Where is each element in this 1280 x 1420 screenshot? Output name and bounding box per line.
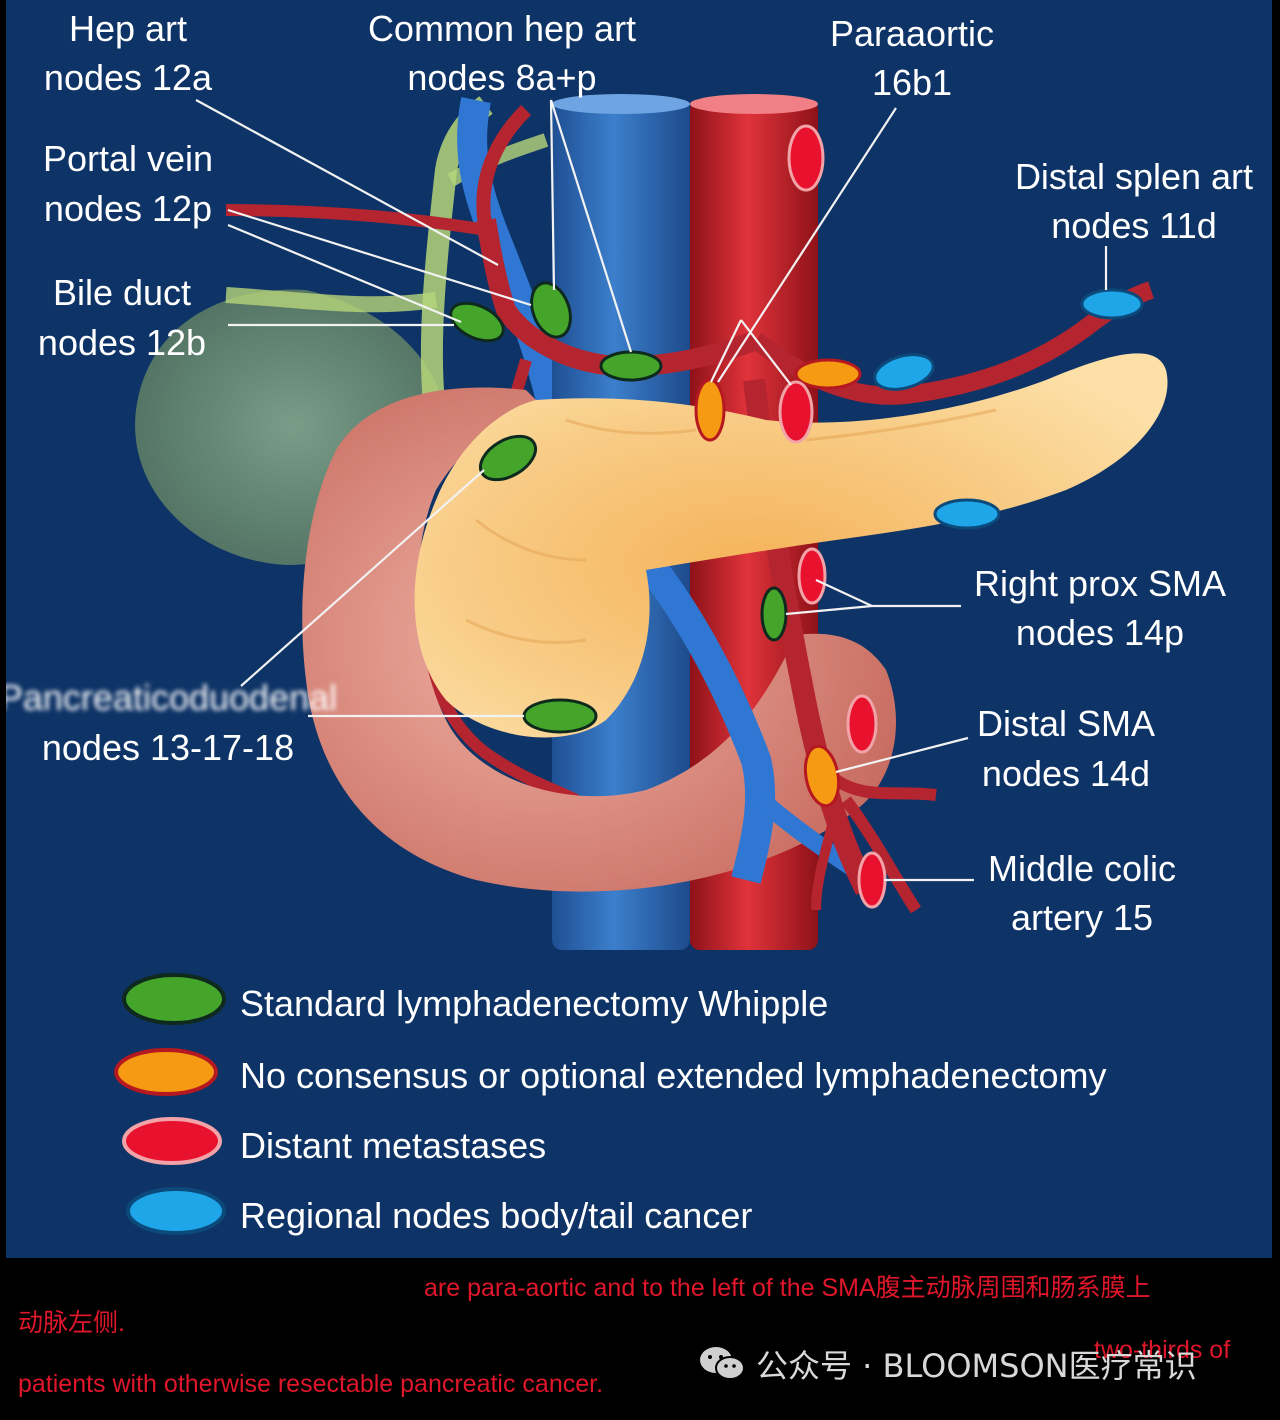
legend-item: No consensus or optional extended lympha… (114, 1048, 1107, 1096)
node-green-8ap (599, 350, 663, 382)
node-blue-11d (1080, 288, 1144, 320)
legend-swatch-blue (126, 1187, 226, 1235)
label-bile-duct-nodes: nodes 12b (38, 322, 206, 363)
caption-line-1: are para-aortic and to the left of the S… (424, 1274, 1151, 1302)
node-red-14d (846, 694, 878, 754)
node-green-12p (530, 281, 572, 339)
caption-line-2: 动脉左侧. (18, 1309, 125, 1337)
label-distal-sma-title: Distal SMA (977, 703, 1155, 744)
middle-colic-artery (832, 774, 937, 801)
legend-item: Regional nodes body/tail cancer (126, 1187, 752, 1236)
caption-line-3: two-thirds of (1094, 1336, 1231, 1364)
node-orange-16b1 (694, 378, 726, 442)
legend-label: Distant metastases (240, 1125, 546, 1166)
legend-label: Standard lymphadenectomy Whipple (240, 983, 828, 1024)
cystic-duct (225, 287, 438, 313)
node-orange-8 (794, 358, 862, 390)
label-distal-sma-nodes: nodes 14d (982, 753, 1150, 794)
wechat-icon (700, 1347, 745, 1380)
legend-swatch-orange (114, 1048, 218, 1096)
label-middle-colic-nodes: artery 15 (1011, 897, 1153, 938)
caption-line-4: patients with otherwise resectable pancr… (18, 1370, 604, 1398)
node-orange-14d (803, 744, 841, 808)
hepatic-artery-proper (476, 105, 532, 232)
leader-lines (195, 99, 1108, 882)
label-common-hep-nodes: nodes 8a+p (407, 57, 596, 98)
legend-label: Regional nodes body/tail cancer (240, 1195, 752, 1236)
pancreas (414, 353, 1168, 738)
label-middle-colic-title: Middle colic (988, 848, 1176, 889)
label-paraaortic-nodes: 16b1 (872, 62, 952, 103)
legend-item: Distant metastases (122, 1117, 546, 1166)
lymph-node-diagram: Hep art nodes 12a Common hep art nodes 8… (6, 0, 1272, 1258)
legend: Standard lymphadenectomy Whipple No cons… (114, 973, 1107, 1236)
label-hep-art-nodes: nodes 12a (44, 57, 213, 98)
common-hepatic-artery (476, 218, 760, 377)
legend-swatch-green (122, 973, 226, 1025)
node-red-paraaortic (787, 124, 825, 192)
label-pancreaticoduodenal-nodes: nodes 13-17-18 (42, 727, 294, 768)
label-splen-nodes: nodes 11d (1051, 205, 1216, 246)
superior-mesenteric-vein (634, 550, 776, 884)
node-red-15 (857, 851, 887, 909)
watermark: 公众号 · BLOOMSON医疗常识 (698, 1341, 1197, 1387)
label-right-sma-title: Right prox SMA (974, 563, 1226, 604)
label-pancreaticoduodenal-title: Pancreaticoduodenal (6, 677, 337, 718)
label-common-hep-title: Common hep art (368, 8, 636, 49)
hepatic-artery-branch (225, 204, 487, 236)
sma-branch-2 (811, 808, 841, 911)
legend-item: Standard lymphadenectomy Whipple (122, 973, 828, 1025)
node-red-14p (797, 547, 827, 605)
node-red-16 (778, 380, 814, 444)
ivc-top (552, 94, 690, 114)
node-green-12b (449, 301, 505, 343)
node-blue-18 (933, 498, 1001, 530)
sma-branch (841, 796, 921, 914)
label-hep-art-title: Hep art (69, 8, 187, 49)
node-green-17 (522, 698, 598, 734)
label-splen-title: Distal splen art (1015, 156, 1253, 197)
watermark-text: 公众号 · BLOOMSON医疗常识 (756, 1347, 1197, 1385)
legend-label: No consensus or optional extended lympha… (240, 1055, 1107, 1096)
pancreas-texture (465, 408, 997, 644)
legend-swatch-red (122, 1117, 222, 1165)
label-paraaortic-title: Paraaortic (830, 13, 994, 54)
label-right-sma-nodes: nodes 14p (1016, 612, 1184, 653)
label-portal-vein-nodes: nodes 12p (44, 188, 212, 229)
label-bile-duct-title: Bile duct (53, 272, 191, 313)
node-green-14p (760, 586, 788, 642)
aorta-top (690, 94, 818, 114)
node-blue-11p (873, 353, 935, 391)
label-portal-vein-title: Portal vein (43, 138, 213, 179)
